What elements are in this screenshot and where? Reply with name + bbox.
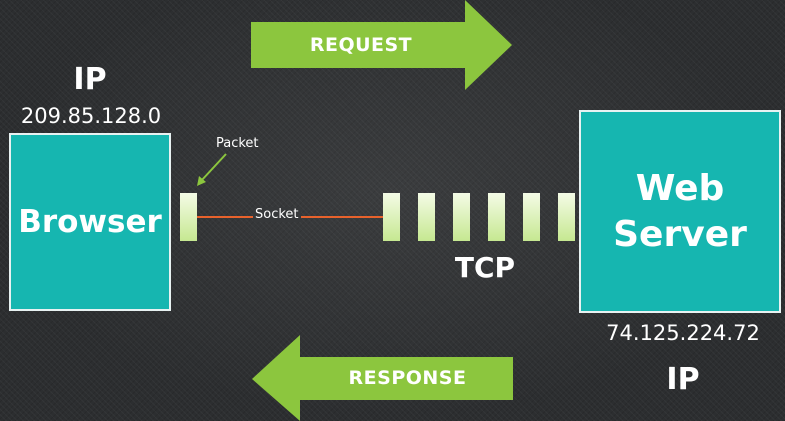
browser-box: Browser bbox=[9, 133, 171, 311]
browser-ip-title: IP bbox=[73, 62, 107, 97]
packet bbox=[558, 193, 575, 241]
packet-label: Packet bbox=[216, 136, 259, 151]
request-arrow-shape bbox=[251, 0, 512, 90]
packet bbox=[418, 193, 435, 241]
web-server-label-line2: Server bbox=[613, 213, 747, 255]
request-arrow-label: REQUEST bbox=[309, 34, 413, 56]
server-ip-title: IP bbox=[666, 362, 700, 397]
packet bbox=[453, 193, 470, 241]
browser-label: Browser bbox=[18, 204, 162, 240]
server-ip-address: 74.125.224.72 bbox=[606, 321, 760, 345]
response-arrow-shape bbox=[252, 335, 513, 421]
tcp-label: TCP bbox=[454, 251, 516, 284]
web-server-box: Web Server bbox=[579, 110, 781, 313]
packet bbox=[523, 193, 540, 241]
request-arrow: REQUEST bbox=[251, 0, 512, 90]
packet bbox=[383, 193, 400, 241]
packet-pointer-arrow bbox=[197, 153, 227, 186]
response-arrow: RESPONSE bbox=[252, 335, 513, 421]
packet-single bbox=[180, 193, 197, 241]
socket-label: Socket bbox=[253, 207, 301, 222]
packet bbox=[488, 193, 505, 241]
browser-ip-address: 209.85.128.0 bbox=[20, 104, 162, 128]
web-server-label-line1: Web bbox=[635, 167, 725, 209]
response-arrow-label: RESPONSE bbox=[348, 367, 467, 389]
